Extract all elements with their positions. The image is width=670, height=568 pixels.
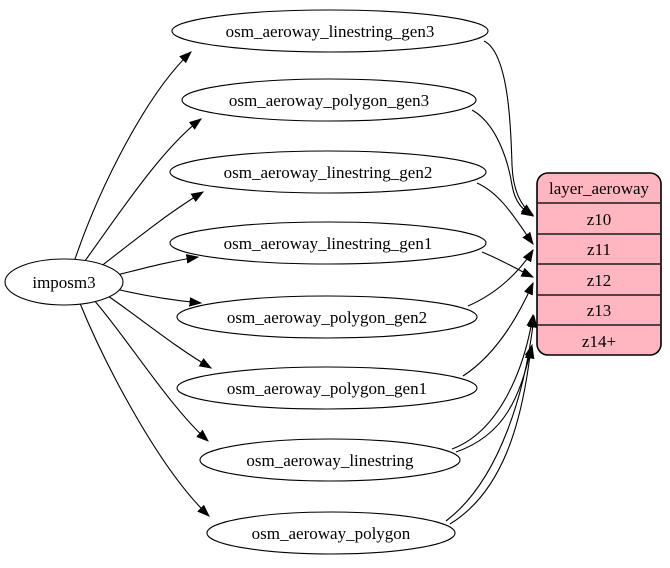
table-label: osm_aeroway_linestring_gen3 [226,22,435,41]
edges-from-source [73,52,211,516]
edges-to-layer [445,40,534,525]
node-osm-aeroway-polygon-gen2: osm_aeroway_polygon_gen2 [176,295,478,339]
table-label: osm_aeroway_linestring_gen1 [224,234,433,253]
edge-imposm3-to-polygon [78,300,209,516]
edge-imposm3-to-linestring-gen2 [94,192,203,272]
table-ellipse [176,295,478,339]
edge-polygon-gen1-to-z12 [462,283,534,377]
edge-linestring-gen1-to-z12 [481,251,533,277]
edge-imposm3-to-polygon-gen1 [107,295,211,368]
table-label: osm_aeroway_linestring_gen2 [224,163,433,182]
edge-imposm3-to-linestring-gen3 [73,52,191,263]
layer-row-z12: z12 [587,271,612,290]
node-osm-aeroway-linestring-gen3: osm_aeroway_linestring_gen3 [171,9,489,53]
table-ellipse [171,9,489,53]
node-osm-aeroway-polygon: osm_aeroway_polygon [206,511,456,555]
edge-linestring-gen2-to-z11 [476,182,533,244]
table-ellipse [169,150,487,194]
layer-row-z13: z13 [587,301,612,320]
edge-imposm3-to-linestring [92,298,208,441]
edge-linestring-to-z13 [451,315,533,450]
imposm3-label: imposm3 [32,273,95,292]
imposm3-ellipse [4,258,124,306]
edge-polygon-to-z13 [445,316,534,522]
edge-polygon-gen3-to-z10 [471,109,533,216]
node-osm-aeroway-linestring-gen1: osm_aeroway_linestring_gen1 [169,221,487,265]
node-osm-aeroway-linestring: osm_aeroway_linestring [199,438,461,482]
table-ellipse [176,366,478,410]
edge-linestring-gen3-to-z10 [483,40,533,215]
node-osm-aeroway-polygon-gen3: osm_aeroway_polygon_gen3 [181,78,477,122]
table-ellipse [169,221,487,265]
node-osm-aeroway-polygon-gen1: osm_aeroway_polygon_gen1 [176,366,478,410]
layer-row-z14: z14+ [582,332,616,351]
node-osm-aeroway-linestring-gen2: osm_aeroway_linestring_gen2 [169,150,487,194]
node-imposm3: imposm3 [4,258,124,306]
edge-linestring-to-z14 [455,345,532,453]
edge-polygon-to-z14 [449,347,531,525]
layer-row-z10: z10 [587,210,612,229]
edge-imposm3-to-polygon-gen3 [81,119,201,266]
table-label: osm_aeroway_polygon_gen2 [227,308,427,327]
table-label: osm_aeroway_polygon_gen3 [229,91,429,110]
table-ellipse [206,511,456,555]
table-label: osm_aeroway_polygon [252,524,411,543]
table-ellipse [181,78,477,122]
edge-polygon-gen2-to-z11 [467,250,533,307]
layer-row-z11: z11 [587,240,611,259]
table-label: osm_aeroway_linestring [246,451,414,470]
node-layer-aeroway: layer_aeroway z10 z11 z12 z13 z14+ [536,172,662,356]
table-ellipse [199,438,461,482]
layer-title: layer_aeroway [549,179,650,198]
edge-imposm3-to-polygon-gen2 [115,288,201,303]
edge-imposm3-to-linestring-gen1 [112,257,198,277]
table-label: osm_aeroway_polygon_gen1 [227,379,427,398]
